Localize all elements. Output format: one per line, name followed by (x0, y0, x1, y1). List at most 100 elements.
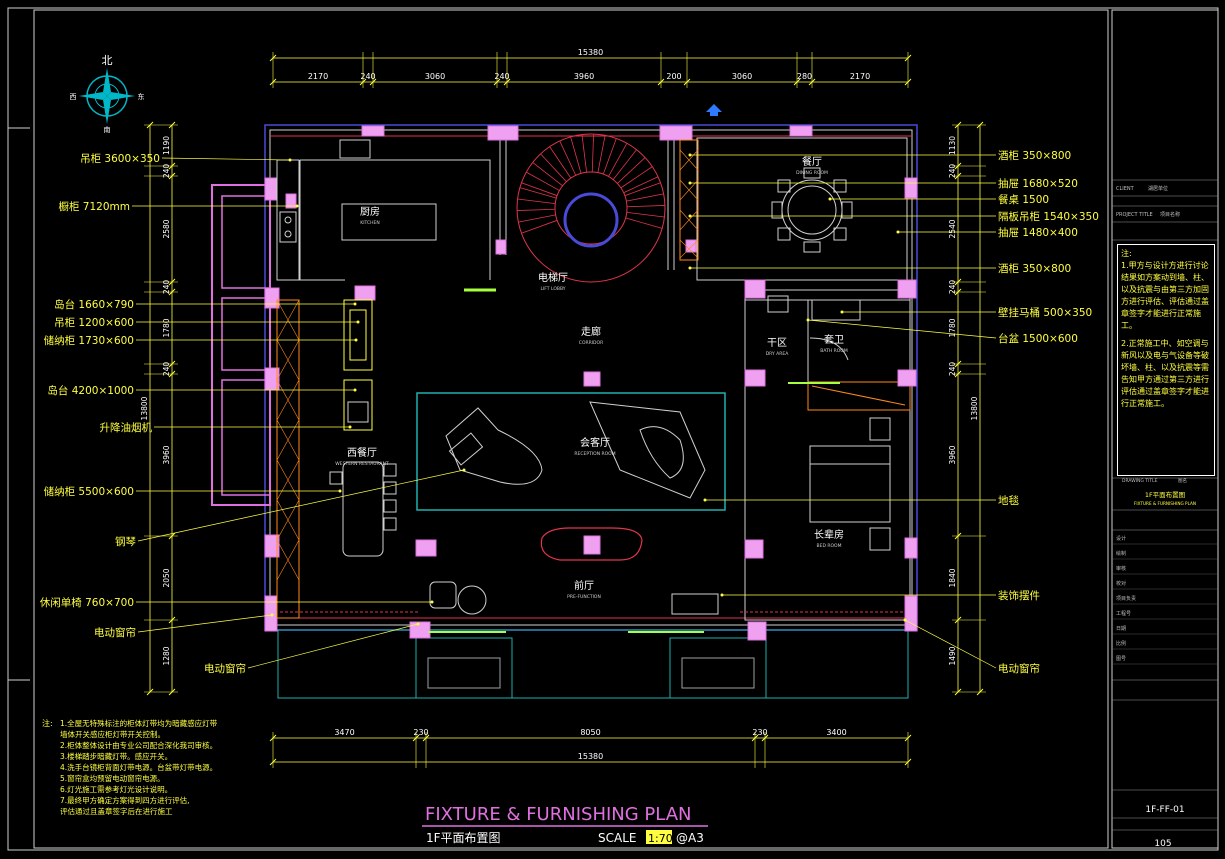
tb-row-6: 日期 (1116, 626, 1126, 632)
right-annotation-8: 地毯 (998, 494, 1019, 507)
room-label-7: 西餐厅 (347, 446, 377, 459)
room-label-en-2: DINING ROOM (796, 170, 828, 176)
tb-note-1: 1.甲方与设计方进行讨论结果如方案动到墙、柱、以及抗震与由第三方加固方进行评估、… (1121, 261, 1209, 330)
dim-left-3: 240 (162, 280, 171, 295)
left-annotation-1: 橱柜 7120mm (58, 200, 130, 213)
dim-left-5: 240 (162, 362, 171, 377)
compass-east: 东 (138, 92, 145, 101)
tb-row-7: 比例 (1116, 640, 1126, 647)
room-label-6: 会客厅 (580, 436, 610, 449)
left-annotation-9: 休闲单椅 760×700 (40, 596, 134, 609)
room-label-en-1: LIFT LOBBY (540, 286, 565, 292)
drawing-title-label: DRAWING TITLE (1122, 478, 1158, 484)
dim-top-6: 3060 (732, 72, 752, 81)
tb-row-8: 图号 (1116, 656, 1126, 662)
right-annotation-10: 电动窗帘 (998, 662, 1040, 675)
right-annotations: 酒柜 350×800 抽屉 1680×520 餐桌 1500 隔板吊柜 1540×35… (688, 149, 1099, 675)
dim-bottom-0: 3470 (334, 728, 354, 737)
tb-row-5: 工程号 (1116, 610, 1131, 617)
right-annotation-7: 台盆 1500×600 (998, 332, 1078, 345)
dim-bottom-1: 230 (413, 728, 428, 737)
dim-right-0: 1130 (948, 136, 957, 155)
tb-row-0: 设计 (1116, 535, 1126, 542)
drawing-title-value: 图名 (1178, 477, 1187, 484)
compass-rose: 北 南 西 东 (70, 54, 145, 134)
dim-top-8: 2170 (850, 72, 870, 81)
room-label-en-5: BATH ROOM (820, 348, 848, 354)
furniture (276, 133, 905, 633)
tb-note-2: 2.正常施工中、如空调与新风以及电与气设备等破坏墙、柱、以及抗震等需告知甲方通过… (1121, 339, 1209, 408)
scale-highlight (646, 830, 672, 844)
room-label-en-8: BED ROOM (817, 543, 842, 549)
left-annotation-10: 电动窗帘 (94, 626, 136, 639)
left-annotation-8: 钢琴 (115, 535, 136, 548)
dim-bottom-4: 3400 (826, 728, 846, 737)
tb-row-1: 绘制 (1116, 550, 1126, 557)
left-annotation-0: 吊柜 3600×350 (80, 152, 160, 165)
dim-top-total: 15380 (578, 48, 603, 57)
room-label-en-6: RECEPTION ROOM (574, 451, 615, 457)
dim-bottom-2: 8050 (580, 728, 600, 737)
paper-size: @A3 (676, 831, 704, 845)
note-line-3: 3.楼梯踏步暗藏灯带。感应开关。 (60, 751, 172, 761)
dim-top-1: 240 (360, 72, 375, 81)
dim-left-6: 3960 (162, 445, 171, 464)
dim-top-0: 2170 (308, 72, 328, 81)
dim-right-5: 240 (948, 362, 957, 377)
dim-top-2: 3060 (425, 72, 445, 81)
left-annotation-4: 储纳柜 1730×600 (44, 334, 134, 347)
right-annotation-2: 餐桌 1500 (998, 193, 1049, 206)
dim-right-2: 2540 (948, 219, 957, 238)
right-annotation-5: 酒柜 350×800 (998, 262, 1071, 275)
left-annotation-7: 储纳柜 5500×600 (44, 485, 134, 498)
left-annotation-3: 吊柜 1200×600 (54, 316, 134, 329)
drawing-frame (33, 9, 1109, 849)
dim-top-4: 3960 (574, 72, 594, 81)
left-annotation-2: 岛台 1660×790 (54, 298, 134, 311)
project-value: 项目名称 (1160, 211, 1180, 218)
title-block-grid (1112, 179, 1218, 831)
dim-right-7: 1840 (948, 568, 957, 587)
left-annotations: 吊柜 3600×350 橱柜 7120mm 岛台 1660×790 吊柜 1200×6… (40, 152, 466, 675)
tb-row-2: 审核 (1116, 565, 1126, 572)
bottom-dimensions: 3470 230 8050 230 3400 15380 (269, 728, 912, 768)
room-label-en-7: WESTERN RESTAURANT (335, 461, 389, 467)
dim-left-1: 240 (162, 164, 171, 179)
right-annotation-4: 抽屉 1480×400 (998, 226, 1078, 239)
notes-block: 注: 1.全屋无特殊标注的柜体灯带均为暗藏感应灯带 墙体开关感应柜灯带开关控制。… (42, 718, 218, 816)
right-annotation-3: 隔板吊柜 1540×350 (998, 210, 1099, 223)
right-annotation-1: 抽屉 1680×520 (998, 177, 1078, 190)
dim-top-5: 200 (666, 72, 681, 81)
title-block-note: 注: 1.甲方与设计方进行讨论结果如方案动到墙、柱、以及抗震与由第三方加固方进行… (1117, 244, 1215, 476)
left-annotation-11: 电动窗帘 (204, 662, 246, 675)
drawing-title: FIXTURE & FURNISHING PLAN 1F平面布置图 SCALE … (422, 804, 708, 845)
project-label: PROJECT TITLE (1116, 212, 1153, 218)
right-annotation-9: 装饰摆件 (998, 589, 1040, 602)
page-number: 105 (1154, 839, 1171, 849)
dim-left-total: 13800 (140, 396, 149, 420)
dim-top-3: 240 (494, 72, 509, 81)
dim-bottom-total: 15380 (578, 752, 603, 761)
dim-right-6: 3960 (948, 445, 957, 464)
dim-right-3: 240 (948, 280, 957, 295)
dim-bottom-3: 230 (752, 728, 767, 737)
tb-row-4: 项目负责 (1116, 595, 1136, 602)
note-line-8: 评估通过且盖章签字后在进行施工 (60, 806, 173, 816)
tb-note-title: 注: (1121, 249, 1132, 258)
left-annotation-6: 升降油烟机 (100, 421, 153, 434)
title-cn: 1F平面布置图 (426, 831, 501, 845)
note-line-4: 4.洗手台镜柜背面灯带电源。台盆带灯带电源。 (60, 762, 217, 772)
client-value: 湖居单位 (1148, 185, 1168, 192)
scale-value: 1:70 (648, 832, 673, 845)
room-label-5: 套卫 (824, 333, 844, 346)
room-label-1: 电梯厅 (538, 271, 568, 284)
room-label-en-4: DRY AREA (766, 351, 790, 357)
room-label-2: 餐厅 (802, 155, 822, 168)
dim-left-4: 1780 (162, 318, 171, 337)
note-line-2: 2.柜体整体设计由专业公司配合深化我司审核。 (60, 740, 217, 750)
